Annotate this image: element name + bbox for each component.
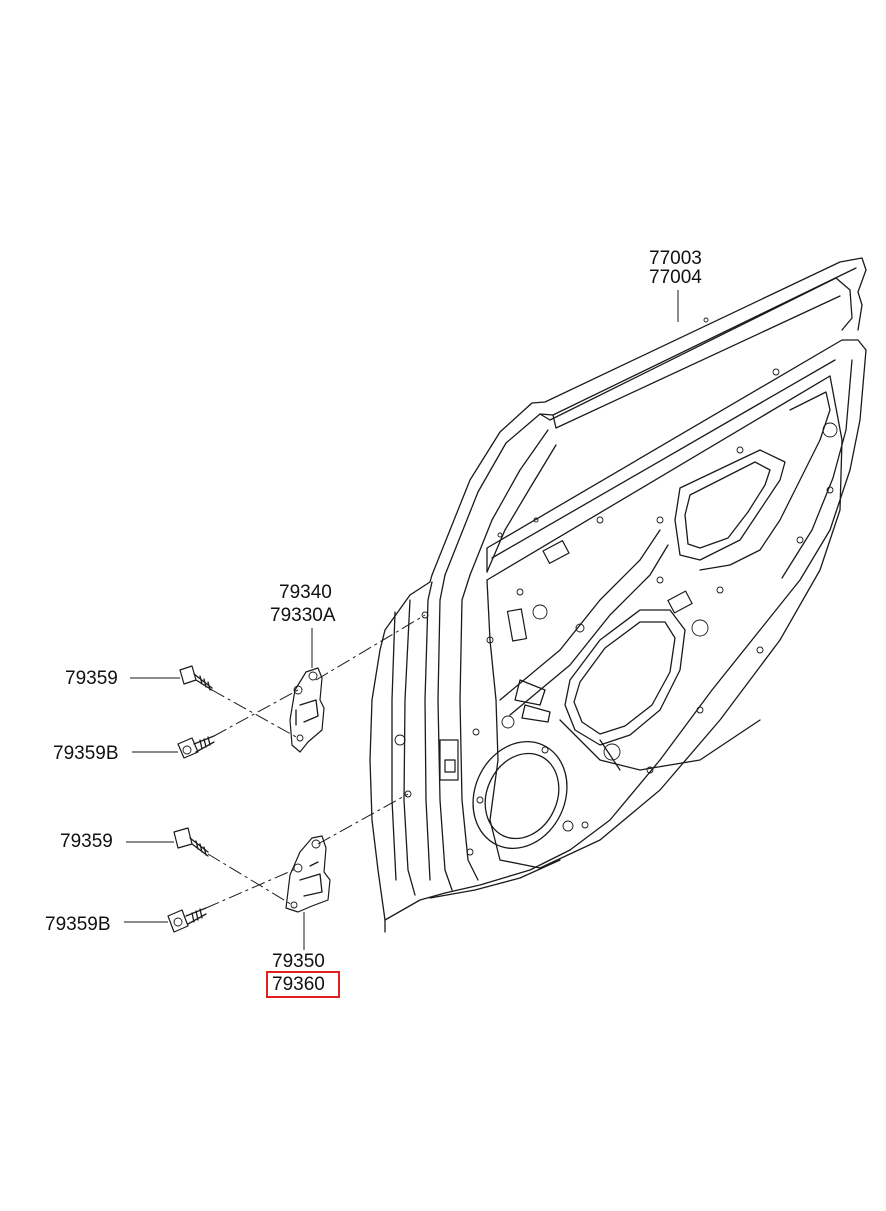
upper-bolt <box>179 665 213 691</box>
label-77003[interactable]: 77003 <box>649 248 702 269</box>
lower-bolt-b <box>167 907 207 933</box>
label-79360[interactable]: 79360 <box>272 974 325 995</box>
lower-bolt <box>173 827 209 857</box>
label-79359-lower[interactable]: 79359 <box>60 831 113 852</box>
leader-lines <box>124 290 679 950</box>
label-79359b-upper[interactable]: 79359B <box>53 743 119 764</box>
highlight-box-79360 <box>266 971 340 998</box>
upper-hinge <box>289 667 325 753</box>
label-79340[interactable]: 79340 <box>279 582 332 603</box>
label-79359-upper[interactable]: 79359 <box>65 668 118 689</box>
label-79330a[interactable]: 79330A <box>270 605 336 626</box>
label-79359b-lower[interactable]: 79359B <box>45 914 111 935</box>
assembly-lines <box>205 614 426 909</box>
label-79350[interactable]: 79350 <box>272 951 325 972</box>
rear-door-panel <box>369 257 867 933</box>
label-77004[interactable]: 77004 <box>649 267 702 288</box>
upper-bolt-b <box>177 735 215 759</box>
lower-hinge <box>285 835 331 913</box>
